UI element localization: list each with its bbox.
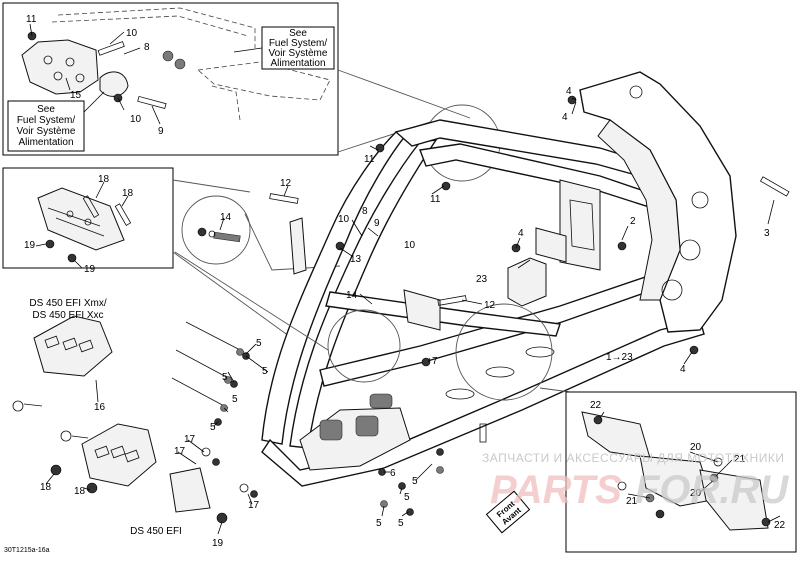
inset-fuel-system-top bbox=[2, 2, 339, 156]
diagram-code: 30T1215a-16a bbox=[4, 547, 50, 554]
callout-13: 13 bbox=[350, 254, 362, 265]
callout-14: 14 bbox=[346, 290, 358, 301]
callout-10: 10 bbox=[338, 214, 350, 225]
callout-8: 8 bbox=[144, 42, 150, 53]
callout-8: 8 bbox=[362, 206, 368, 217]
callout-5: 5 bbox=[222, 372, 228, 383]
callout-18: 18 bbox=[74, 486, 86, 497]
callout-11: 11 bbox=[364, 154, 375, 165]
callout-12: 12 bbox=[484, 300, 496, 311]
inset-rear-bracket bbox=[565, 391, 797, 553]
callout-17: 17 bbox=[184, 434, 196, 445]
callout-5: 5 bbox=[210, 422, 216, 433]
watermark-brand-right: FOR.RU bbox=[635, 468, 789, 512]
callout-4: 4 bbox=[566, 86, 572, 97]
callout-19: 19 bbox=[212, 538, 224, 549]
callout-16: 16 bbox=[94, 402, 106, 413]
callout-5: 5 bbox=[404, 492, 410, 503]
callout-4: 4 bbox=[680, 364, 686, 375]
watermark-brand-left: PARTS bbox=[490, 468, 622, 512]
callout-10: 10 bbox=[126, 28, 138, 39]
callout-7: 7 bbox=[432, 356, 438, 367]
callout-11: 11 bbox=[430, 194, 441, 205]
fuel-note-top-line2: Fuel System/ bbox=[269, 38, 328, 49]
callout-10: 10 bbox=[130, 114, 142, 125]
callout-17: 17 bbox=[248, 500, 260, 511]
callout-9: 9 bbox=[374, 218, 380, 229]
front-direction-tag bbox=[485, 490, 531, 534]
callout-22: 22 bbox=[590, 400, 602, 411]
callout-5: 5 bbox=[412, 476, 418, 487]
callout-2: 2 bbox=[630, 216, 636, 227]
callout-11: 11 bbox=[26, 14, 37, 25]
callout-17: 17 bbox=[174, 446, 186, 457]
watermark: ЗАПЧАСТИ И АКСЕССУАРЫ ДЛЯ МОТОТЕХНИКИ PA… bbox=[482, 451, 789, 512]
callout-18: 18 bbox=[98, 174, 110, 185]
callout-5: 5 bbox=[256, 338, 262, 349]
callout-18: 18 bbox=[40, 482, 52, 493]
callout-20: 20 bbox=[690, 488, 702, 499]
fuel-note-left-line2: Fuel System/ bbox=[17, 115, 76, 126]
callout-21: 21 bbox=[626, 496, 638, 507]
variant-label-efi: DS 450 EFI bbox=[130, 526, 182, 537]
fuel-note-left-line3: Voir Système bbox=[17, 126, 76, 137]
callout-5: 5 bbox=[262, 366, 268, 377]
variant-label-xxc: DS 450 EFI Xxc bbox=[32, 310, 103, 321]
callout-19: 19 bbox=[24, 240, 36, 251]
callout-20: 20 bbox=[690, 442, 702, 453]
callout-1-ref: 1→23 bbox=[606, 352, 633, 363]
callout-3: 3 bbox=[764, 228, 770, 239]
callout-12: 12 bbox=[280, 178, 292, 189]
fuel-note-top-line3: Voir Système bbox=[269, 48, 328, 59]
watermark-caption: ЗАПЧАСТИ И АКСЕССУАРЫ ДЛЯ МОТОТЕХНИКИ bbox=[482, 451, 784, 465]
atv-main-frame bbox=[171, 71, 790, 516]
callout-5: 5 bbox=[232, 394, 238, 405]
fuel-note-left-line1: See bbox=[37, 104, 55, 115]
variant-label-xmx: DS 450 EFI Xmx/ bbox=[29, 298, 106, 309]
inset-bracket-19 bbox=[2, 167, 174, 269]
callout-4: 4 bbox=[562, 112, 568, 123]
callout-6: 6 bbox=[390, 468, 396, 479]
fuel-note-top-line4: Alimentation bbox=[270, 58, 325, 69]
callout-23: 23 bbox=[476, 274, 488, 285]
callout-14: 14 bbox=[220, 212, 232, 223]
fuel-note-left-line4: Alimentation bbox=[18, 137, 73, 148]
callout-15: 15 bbox=[70, 90, 82, 101]
callout-9: 9 bbox=[158, 126, 164, 137]
callout-5: 5 bbox=[376, 518, 382, 529]
callout-4: 4 bbox=[518, 228, 524, 239]
callout-10: 10 bbox=[404, 240, 416, 251]
callout-5: 5 bbox=[398, 518, 404, 529]
callout-21: 21 bbox=[734, 454, 746, 465]
callout-19: 19 bbox=[84, 264, 96, 275]
front-bracket-parts bbox=[12, 315, 228, 524]
fuel-note-top-line1: See bbox=[289, 28, 307, 39]
callout-18: 18 bbox=[122, 188, 134, 199]
callout-22: 22 bbox=[774, 520, 786, 531]
